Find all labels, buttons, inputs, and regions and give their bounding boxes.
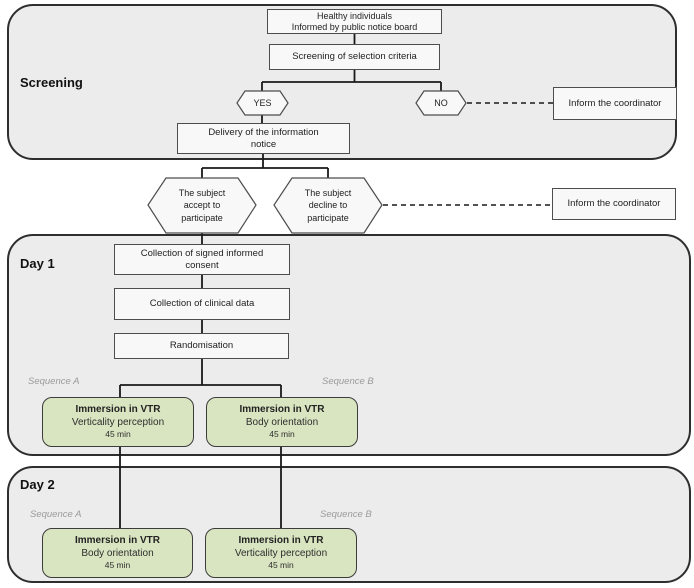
node-delivery-information-notice: Delivery of the information notice (177, 123, 350, 154)
immersion-duration: 45 min (269, 429, 295, 440)
node-healthy-individuals: Healthy individuals Informed by public n… (267, 9, 442, 34)
sequence-b-label-day2: Sequence B (320, 509, 372, 520)
sequence-a-label-day2: Sequence A (30, 509, 82, 520)
section-label-day2: Day 2 (20, 477, 55, 492)
section-label-screening: Screening (20, 75, 83, 90)
hexagon-label-accept: The subject accept to participate (178, 188, 226, 223)
node-inform-coordinator-screening: Inform the coordinator (553, 87, 677, 120)
immersion-duration: 45 min (105, 429, 131, 440)
immersion-duration: 45 min (268, 560, 294, 571)
hexagon-label-decline: The subject decline to participate (304, 188, 352, 223)
node-inform-coordinator-decline: Inform the coordinator (552, 188, 676, 220)
node-day2-sequence-a: Immersion in VTR Body orientation 45 min (42, 528, 193, 578)
node-signed-consent: Collection of signed informed consent (114, 244, 290, 275)
node-screening-criteria: Screening of selection criteria (269, 44, 440, 70)
node-clinical-data: Collection of clinical data (114, 288, 290, 320)
node-day2-sequence-b: Immersion in VTR Verticality perception … (205, 528, 357, 578)
immersion-duration: 45 min (104, 560, 131, 571)
sequence-b-label-day1: Sequence B (322, 376, 374, 387)
node-randomisation: Randomisation (114, 333, 289, 359)
immersion-title: Immersion in VTR (75, 404, 161, 416)
immersion-task: Body orientation (245, 417, 319, 429)
immersion-task: Verticality perception (234, 548, 328, 560)
sequence-a-label-day1: Sequence A (28, 376, 80, 387)
immersion-title: Immersion in VTR (238, 535, 324, 547)
hexagon-label-no: NO (434, 97, 448, 108)
immersion-title: Immersion in VTR (239, 404, 325, 416)
immersion-task: Body orientation (81, 548, 154, 560)
immersion-task: Verticality perception (71, 417, 165, 429)
section-label-day1: Day 1 (20, 256, 55, 271)
immersion-title: Immersion in VTR (74, 535, 160, 547)
node-day1-sequence-a: Immersion in VTR Verticality perception … (42, 397, 194, 447)
hexagon-label-yes: YES (253, 97, 272, 108)
node-day1-sequence-b: Immersion in VTR Body orientation 45 min (206, 397, 358, 447)
